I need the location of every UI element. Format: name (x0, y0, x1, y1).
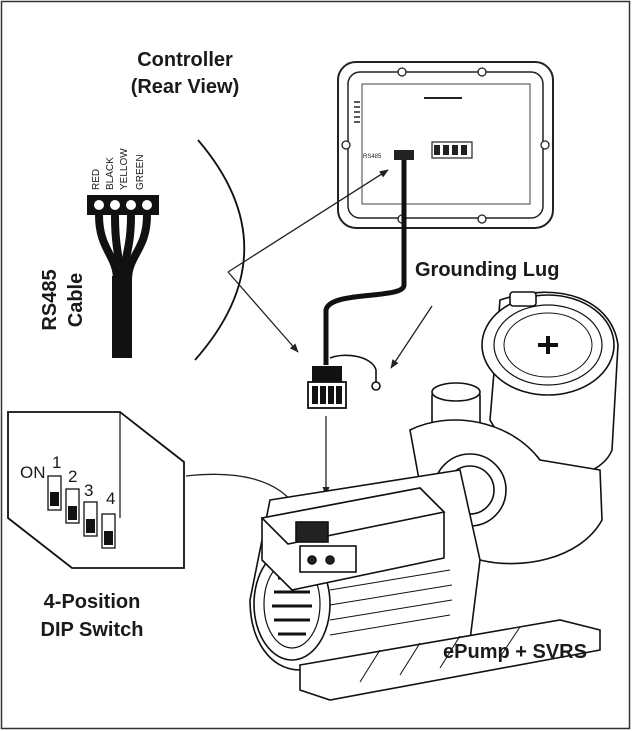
dip-switch-label-line2: DIP Switch (41, 619, 144, 641)
dip-position-2: 2 (68, 467, 77, 486)
grounding-lug-label: Grounding Lug (415, 259, 559, 281)
svg-text:RS485: RS485 (363, 154, 382, 160)
svg-text:YELLOW: YELLOW (119, 148, 130, 190)
dip-switch-label-line1: 4-Position (44, 591, 141, 613)
controller-rear-view: RS485 (337, 61, 554, 229)
ground-lead (329, 354, 377, 382)
rs485-cable-run (323, 160, 407, 365)
controller-label: Controller (137, 49, 233, 71)
svg-text:RED: RED (91, 169, 102, 190)
cable-arc (194, 139, 246, 361)
dip-on-label: ON (20, 463, 46, 482)
rs485-label: RS485 (39, 269, 61, 330)
pump-illustration (249, 291, 619, 701)
svg-text:BLACK: BLACK (105, 157, 116, 190)
pointer-arrows (185, 169, 433, 511)
rs485-connector (307, 366, 347, 409)
dip-position-4: 4 (106, 489, 115, 508)
dip-switch-illustration: ON 1 2 3 4 (7, 411, 185, 569)
pump-label: ePump + SVRS (443, 641, 587, 663)
svg-text:GREEN: GREEN (135, 154, 146, 190)
cable-label: Cable (65, 273, 87, 327)
dip-position-1: 1 (52, 453, 61, 472)
dip-position-3: 3 (84, 481, 93, 500)
rear-view-label: (Rear View) (131, 76, 240, 98)
cable-wire-labels: RED BLACK YELLOW GREEN (91, 148, 146, 190)
cable-terminal-block (87, 195, 159, 358)
